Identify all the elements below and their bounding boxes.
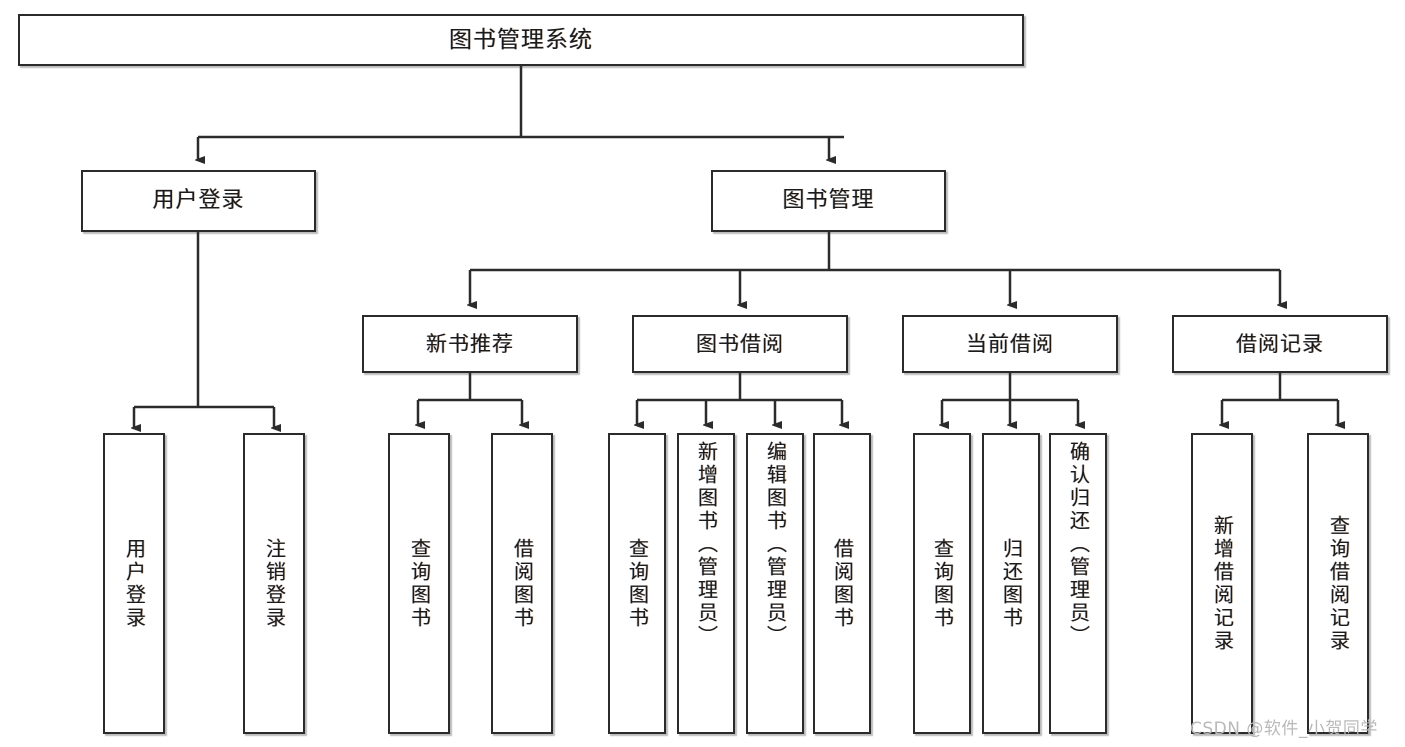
node-label: 用户登录 <box>122 537 147 630</box>
leaf-borrow-record-add[interactable]: 新增借阅记录 <box>1191 433 1253 734</box>
node-label: 图书借阅 <box>696 331 784 356</box>
leaf-book-borrow-query[interactable]: 查询图书 <box>608 433 666 734</box>
node-label: 图书管理系统 <box>449 26 593 53</box>
node-label: 确认归还（管理员） <box>1066 441 1091 648</box>
leaf-borrow-record-query[interactable]: 查询借阅记录 <box>1307 433 1369 734</box>
leaf-user-login-signout[interactable]: 注销登录 <box>243 433 305 734</box>
leaf-book-borrow-add[interactable]: 新增图书（管理员） <box>677 433 735 734</box>
node-label: 当前借阅 <box>966 331 1054 356</box>
leaf-user-login-signin[interactable]: 用户登录 <box>103 433 165 734</box>
node-label: 查询图书 <box>407 537 432 630</box>
node-label: 编辑图书（管理员） <box>763 441 788 648</box>
node-label: 图书管理 <box>782 188 875 214</box>
leaf-new-book-query[interactable]: 查询图书 <box>388 433 450 734</box>
node-borrow-record[interactable]: 借阅记录 <box>1172 315 1388 373</box>
node-book-management[interactable]: 图书管理 <box>711 170 946 232</box>
node-label: 注销登录 <box>262 537 287 630</box>
node-label: 查询图书 <box>625 537 650 630</box>
node-label: 查询图书 <box>930 537 955 630</box>
leaf-current-borrow-confirm-return[interactable]: 确认归还（管理员） <box>1049 433 1107 734</box>
node-book-borrow[interactable]: 图书借阅 <box>632 315 848 373</box>
node-label: 借阅图书 <box>510 537 535 630</box>
node-label: 借阅图书 <box>830 537 855 630</box>
leaf-current-borrow-query[interactable]: 查询图书 <box>913 433 971 734</box>
node-label: 新增图书（管理员） <box>694 441 719 648</box>
node-label: 用户登录 <box>152 188 245 214</box>
leaf-book-borrow-edit[interactable]: 编辑图书（管理员） <box>746 433 804 734</box>
node-label: 新书推荐 <box>426 331 514 356</box>
leaf-new-book-borrow[interactable]: 借阅图书 <box>491 433 553 734</box>
leaf-current-borrow-return[interactable]: 归还图书 <box>982 433 1040 734</box>
node-current-borrow[interactable]: 当前借阅 <box>902 315 1118 373</box>
watermark-text: CSDN @软件_小贺同学 <box>1190 719 1378 739</box>
node-label: 查询借阅记录 <box>1326 514 1351 653</box>
node-new-book-recommend[interactable]: 新书推荐 <box>362 315 578 373</box>
node-user-login[interactable]: 用户登录 <box>81 170 316 232</box>
csdn-watermark: CSDN @软件_小贺同学 <box>1190 714 1378 739</box>
node-label: 归还图书 <box>999 537 1024 630</box>
node-label: 借阅记录 <box>1236 331 1324 356</box>
leaf-book-borrow-borrow[interactable]: 借阅图书 <box>813 433 871 734</box>
node-label: 新增借阅记录 <box>1210 514 1235 653</box>
node-root-system[interactable]: 图书管理系统 <box>18 14 1024 66</box>
